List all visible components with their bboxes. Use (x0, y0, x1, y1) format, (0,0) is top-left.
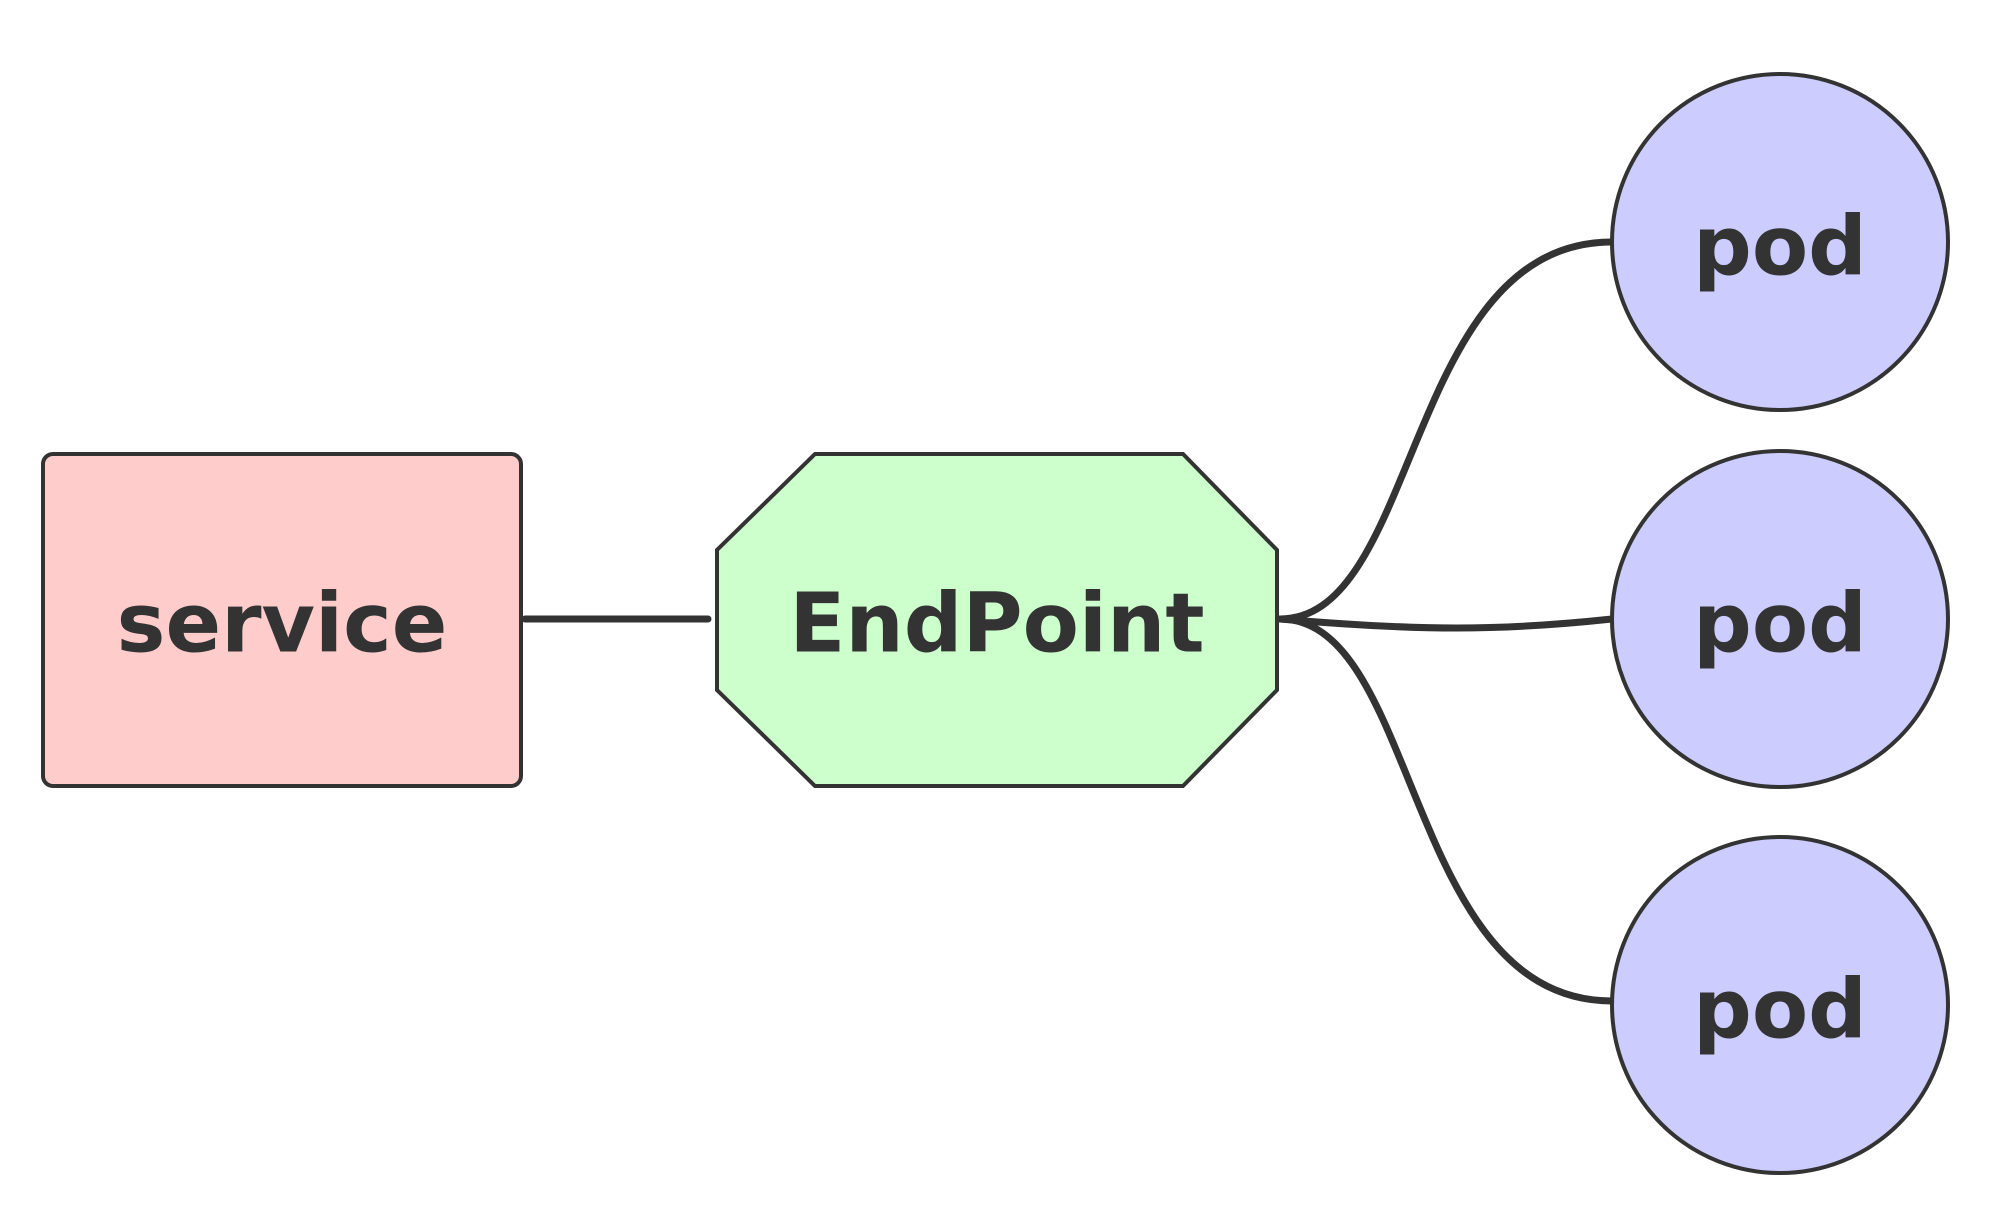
pod-node-2[interactable]: pod (1610, 449, 1950, 789)
service-label: service (117, 577, 448, 672)
edge-endpoint-pod-3 (1276, 615, 1616, 1005)
endpoint-octagon (715, 452, 1279, 788)
edge-endpoint-pod-1 (1276, 238, 1616, 623)
pod-label-3: pod (1693, 963, 1867, 1058)
pod-node-1[interactable]: pod (1610, 72, 1950, 412)
edge-endpoint-pod-2 (1276, 615, 1616, 632)
service-node[interactable]: service (41, 452, 523, 788)
pod-label-2: pod (1693, 577, 1867, 672)
pod-node-3[interactable]: pod (1610, 835, 1950, 1175)
pod-circle-2 (1610, 449, 1950, 789)
endpoint-node[interactable]: EndPoint (715, 452, 1279, 788)
endpoint-label: EndPoint (789, 577, 1204, 672)
edges (521, 238, 1616, 1005)
pod-circle-1 (1610, 72, 1950, 412)
pod-label-1: pod (1693, 200, 1867, 295)
pod-circle-3 (1610, 835, 1950, 1175)
service-box (41, 452, 523, 788)
